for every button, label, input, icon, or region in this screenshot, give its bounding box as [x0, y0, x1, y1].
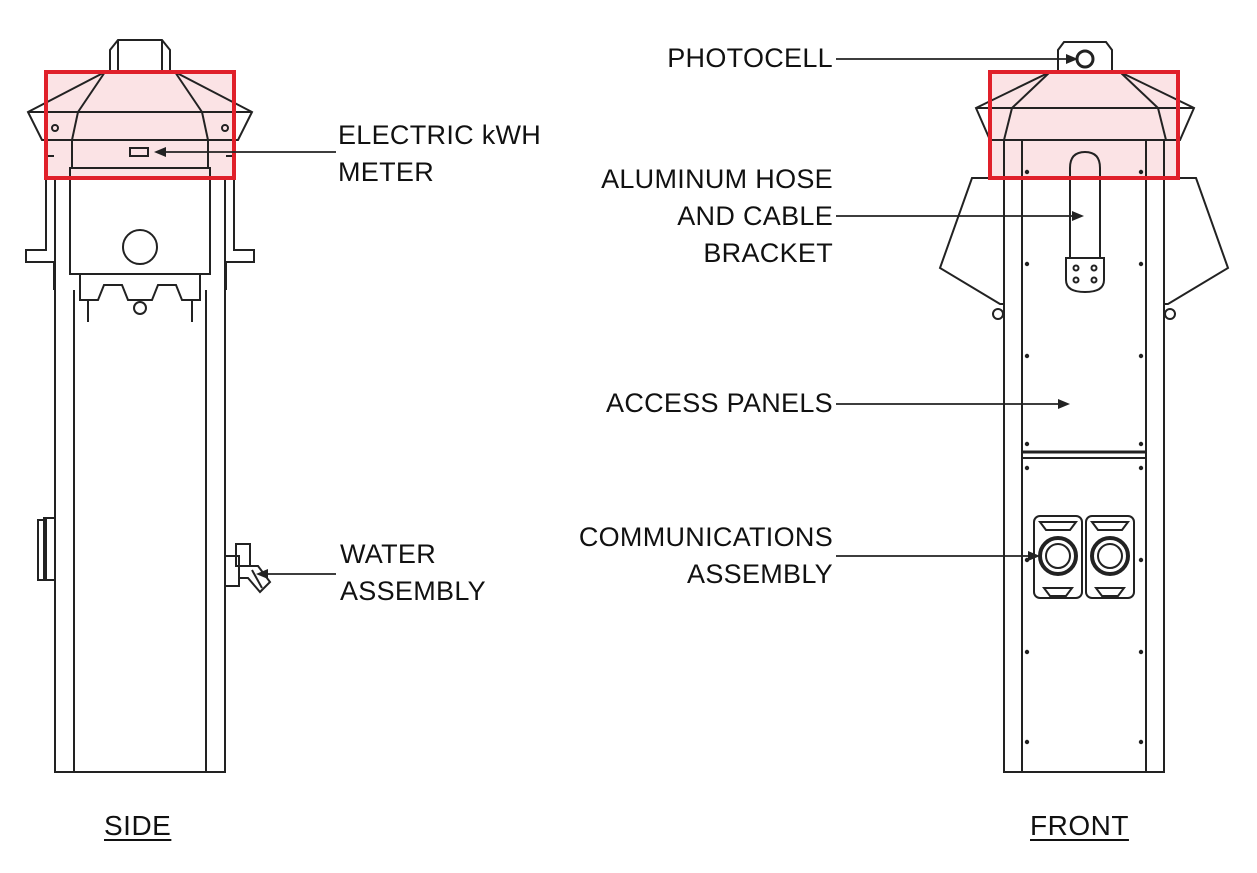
communications-outlets	[1033, 515, 1135, 599]
front-rivets	[1024, 169, 1144, 745]
front-post	[1003, 139, 1165, 773]
label-access-panels: ACCESS PANELS	[606, 385, 833, 422]
label-photocell: PHOTOCELL	[667, 40, 833, 77]
label-meter-line1: ELECTRIC kWH	[338, 120, 542, 150]
front-highlight-box	[988, 70, 1180, 180]
label-access-text: ACCESS PANELS	[606, 388, 833, 418]
label-water-line1: WATER	[340, 539, 436, 569]
label-comm-line1: COMMUNICATIONS	[578, 522, 833, 552]
label-hose-line1: ALUMINUM HOSE	[601, 164, 833, 194]
label-photocell-text: PHOTOCELL	[667, 43, 833, 73]
label-water-assembly: WATER ASSEMBLY	[340, 536, 486, 610]
label-meter-line2: METER	[338, 157, 434, 187]
side-outlet-cups	[79, 274, 201, 301]
side-door-tab	[43, 517, 55, 581]
label-communications: COMMUNICATIONS ASSEMBLY	[579, 519, 833, 593]
water-fitting	[224, 543, 272, 594]
label-hose-line3: BRACKET	[703, 238, 833, 268]
leader-lines	[160, 58, 1078, 575]
label-water-line2: ASSEMBLY	[340, 576, 486, 606]
label-comm-line2: ASSEMBLY	[687, 559, 833, 589]
label-electric-meter: ELECTRIC kWH METER	[338, 117, 541, 191]
side-highlight-box	[44, 70, 236, 180]
side-post	[54, 177, 226, 773]
caption-front: FRONT	[1030, 810, 1129, 841]
front-view	[938, 41, 1230, 773]
front-wing-right	[1164, 177, 1230, 305]
side-enclosure	[69, 177, 211, 275]
leader-arrowheads	[154, 54, 1084, 579]
front-wing-left	[938, 177, 1004, 305]
side-highlight-fill	[46, 72, 234, 178]
side-view	[25, 39, 272, 773]
hose-bracket	[1069, 150, 1101, 258]
label-hose-bracket: ALUMINUM HOSE AND CABLE BRACKET	[601, 161, 833, 272]
label-hose-line2: AND CABLE	[677, 201, 833, 231]
caption-side: SIDE	[104, 810, 172, 841]
